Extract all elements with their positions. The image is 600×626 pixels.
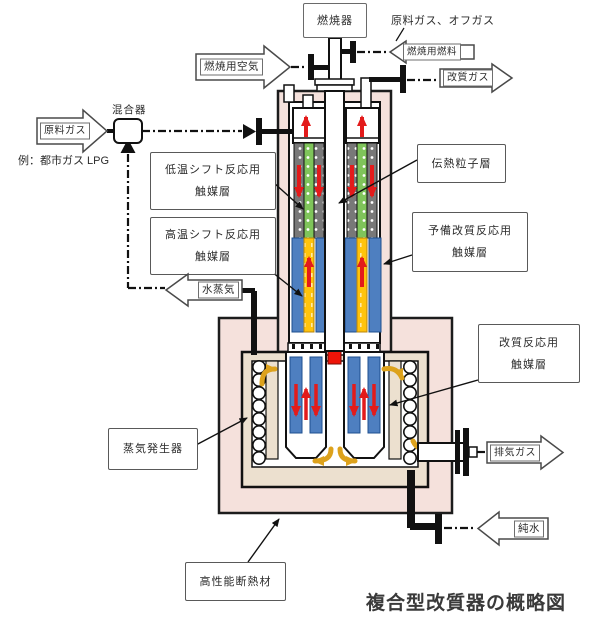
combustion-fuel-arrow: 燃焼用燃料: [388, 39, 475, 65]
burner-flame-square: [327, 350, 342, 365]
burner-feed-pipe: [314, 37, 355, 352]
combustion-air-label: 燃焼用空気: [200, 58, 263, 76]
mixer-label: 混合器: [112, 104, 147, 116]
mixer-box: [113, 118, 143, 144]
reform-line2: 触媒層: [511, 358, 547, 371]
reformed-gas-label: 改質ガス: [443, 69, 493, 87]
steam-generator-label: 蒸気発生器: [123, 443, 183, 455]
raw-offgas-label: 原料ガス、オフガス: [391, 15, 495, 27]
piping: [107, 41, 442, 544]
combustor-label: 燃焼器: [317, 14, 353, 27]
dash-dot-lines: [126, 50, 486, 530]
pre-reform-label-box: 予備改質反応用 触媒層: [412, 212, 528, 272]
raw-gas-arrow: 原料ガス: [36, 108, 109, 154]
heat-particles-label: 伝熱粒子層: [431, 157, 492, 170]
red-flow-arrows-lower: [291, 384, 379, 420]
heat-particles-label-box: 伝熱粒子層: [417, 144, 506, 183]
steam-arrow: 水蒸気: [164, 272, 243, 308]
combustor-label-box: 燃焼器: [303, 3, 367, 38]
lt-shift-line1: 低温シフト反応用: [165, 164, 261, 176]
red-flow-arrows: [294, 115, 377, 287]
raw-gas-label: 原料ガス: [40, 122, 90, 140]
pre-reform-line1: 予備改質反応用: [428, 225, 512, 237]
steam-label: 水蒸気: [198, 281, 239, 299]
pure-water-arrow: 純水: [476, 510, 549, 547]
exhaust-gas-label: 排気ガス: [490, 444, 540, 461]
pure-water-label: 純水: [514, 520, 544, 537]
reform-line1: 改質反応用: [499, 336, 559, 349]
steam-generator-coil-left: [252, 359, 267, 465]
reform-label-box: 改質反応用 触媒層: [478, 324, 580, 383]
steam-generator-coil-right: [402, 359, 417, 465]
combustion-chamber: [240, 350, 430, 489]
leader-lines: [195, 159, 479, 563]
pre-reform-line2: 触媒層: [452, 247, 488, 259]
example-note: 例：都市ガス LPG: [18, 155, 110, 167]
diagram-title: 複合型改質器の概略図: [366, 593, 567, 614]
exhaust-gas-arrow: 排気ガス: [486, 434, 565, 471]
raw-offgas-pointer: [395, 27, 405, 42]
lt-shift-line2: 触媒層: [195, 186, 231, 198]
steam-generator-label-box: 蒸気発生器: [108, 428, 198, 470]
lt-shift-label-box: 低温シフト反応用 触媒層: [150, 152, 276, 210]
ht-shift-label-box: 高温シフト反応用 触媒層: [150, 217, 276, 275]
reformed-gas-arrow: 改質ガス: [439, 62, 514, 94]
combustion-fuel-label: 燃焼用燃料: [403, 43, 462, 61]
insulation-label: 高性能断熱材: [199, 575, 272, 588]
ht-shift-line1: 高温シフト反応用: [165, 229, 261, 241]
insulation-label-box: 高性能断熱材: [185, 562, 286, 601]
combustion-air-arrow: 燃焼用空気: [195, 44, 292, 90]
ht-shift-line2: 触媒層: [195, 251, 231, 263]
exhaust-pipe: [417, 428, 478, 476]
